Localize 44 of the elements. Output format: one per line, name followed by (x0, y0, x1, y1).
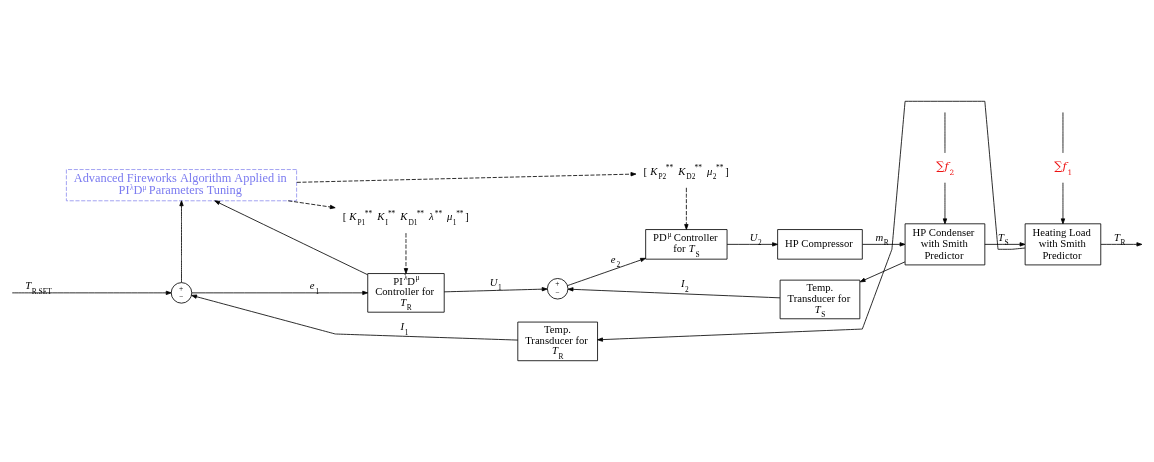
arrow (942, 182, 948, 225)
node-box: HP Condenser with Smith Predictor (904, 223, 986, 266)
node-box: Temp. Transducer for T$_{R}$ (517, 321, 598, 362)
edge-label: I$_{2}$ (681, 277, 689, 294)
edge-label: U$_{1}$ (489, 275, 502, 293)
node-box: PD$^{μ}$ Controller for T$_{S}$ (645, 229, 728, 260)
edge-label: m$_{R}$ (875, 230, 889, 248)
arrow (179, 200, 184, 283)
arrow (597, 100, 1026, 342)
arrow (862, 242, 906, 247)
node-circle: + − (170, 282, 193, 304)
edge-label: T$_{S}$ (998, 230, 1009, 248)
node-circle: + − (547, 278, 569, 300)
arrow (567, 257, 646, 286)
arrow (984, 242, 1026, 247)
arrow (726, 242, 778, 247)
arrow (214, 200, 368, 276)
edge-label: T$_{R}$ (1113, 230, 1126, 248)
arrow (1100, 242, 1143, 247)
arrow (684, 187, 689, 230)
edge-label: I$_{1}$ (400, 320, 409, 337)
node-text: ∑f$_{2}$ (936, 159, 955, 177)
edge-label: e$_{1}$ (309, 279, 320, 296)
node-box: PI$^{λ}$D$^{μ}$ Controller for T$_{R}$ (367, 273, 445, 313)
arrow (567, 287, 781, 299)
node-box: Temp. Transducer for T$_{S}$ (779, 279, 861, 320)
node-text: [ K$_{P2}$$^{**}$ K$_{D2}$$^{**}$ μ$_{2}$$^{**}$ ] (643, 163, 729, 182)
edge-label: T$_{R.SET}$ (25, 279, 52, 296)
node-box: HP Compressor (777, 229, 863, 260)
node-text: ∑f$_{1}$ (1054, 159, 1073, 177)
edge-label: e$_{2}$ (610, 252, 621, 270)
arrow (11, 290, 172, 295)
arrow (191, 294, 519, 341)
edge-label: U$_{2}$ (749, 230, 762, 248)
arrow (403, 232, 409, 274)
node-box: Heating Load with Smith Predictor (1024, 223, 1102, 266)
arrow (287, 200, 336, 210)
arrow (859, 261, 906, 283)
arrow (296, 172, 637, 183)
node-text: [ K$_{P1}$$^{**}$ K$_{I}$$^{**}$ K$_{D1}$$^{**}$ λ$^{**}$ μ$_{1}$$^{**}$ ] (342, 208, 469, 227)
node-box: Advanced Fireworks Algorithm Applied in PI$^{λ}$D$^{μ}$ Parameters Tuning (65, 169, 298, 202)
arrow (1060, 182, 1066, 225)
arrow (443, 287, 548, 293)
arrow (191, 290, 369, 295)
